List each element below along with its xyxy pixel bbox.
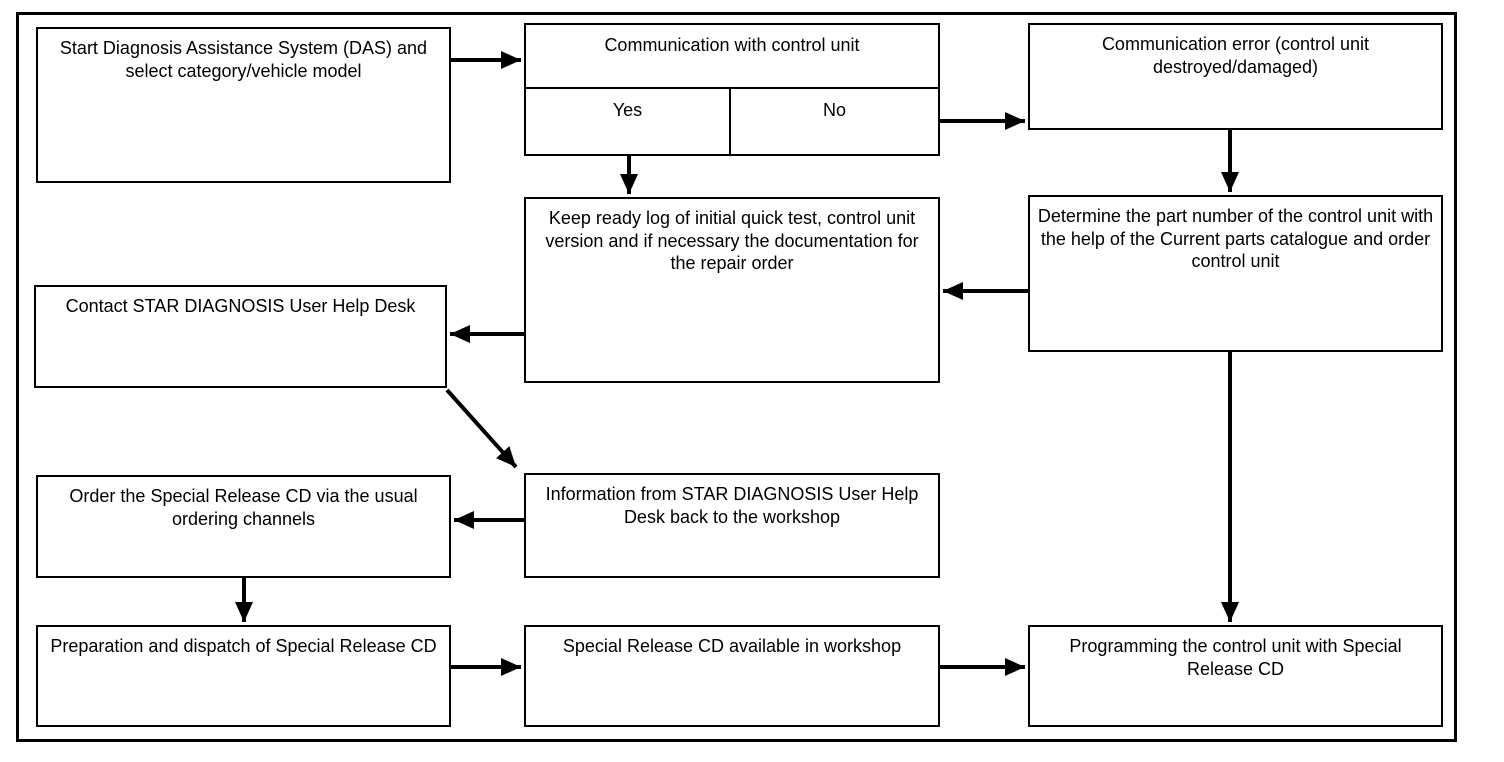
node-start-das: Start Diagnosis Assistance System (DAS) … (36, 27, 451, 183)
node-keep-ready-log: Keep ready log of initial quick test, co… (524, 197, 940, 383)
node-determine-part-number: Determine the part number of the control… (1028, 195, 1443, 352)
node-cd-available-workshop: Special Release CD available in workshop (524, 625, 940, 727)
node-contact-star-help-desk: Contact STAR DIAGNOSIS User Help Desk (34, 285, 447, 388)
node-programming-control-unit: Programming the control unit with Specia… (1028, 625, 1443, 727)
option-no: No (822, 100, 846, 120)
node-communication-with-control-unit: Communication with control unit (526, 25, 938, 89)
node-info-from-star-help-desk: Information from STAR DIAGNOSIS User Hel… (524, 473, 940, 578)
decision-options-row: Yes No (526, 89, 938, 154)
node-communication-error: Communication error (control unit destro… (1028, 23, 1443, 130)
node-order-special-release-cd: Order the Special Release CD via the usu… (36, 475, 451, 578)
node-preparation-dispatch: Preparation and dispatch of Special Rele… (36, 625, 451, 727)
node-communication-decision: Communication with control unit Yes No (524, 23, 940, 156)
diagram-outer-border (16, 12, 1457, 742)
option-yes: Yes (526, 89, 731, 154)
